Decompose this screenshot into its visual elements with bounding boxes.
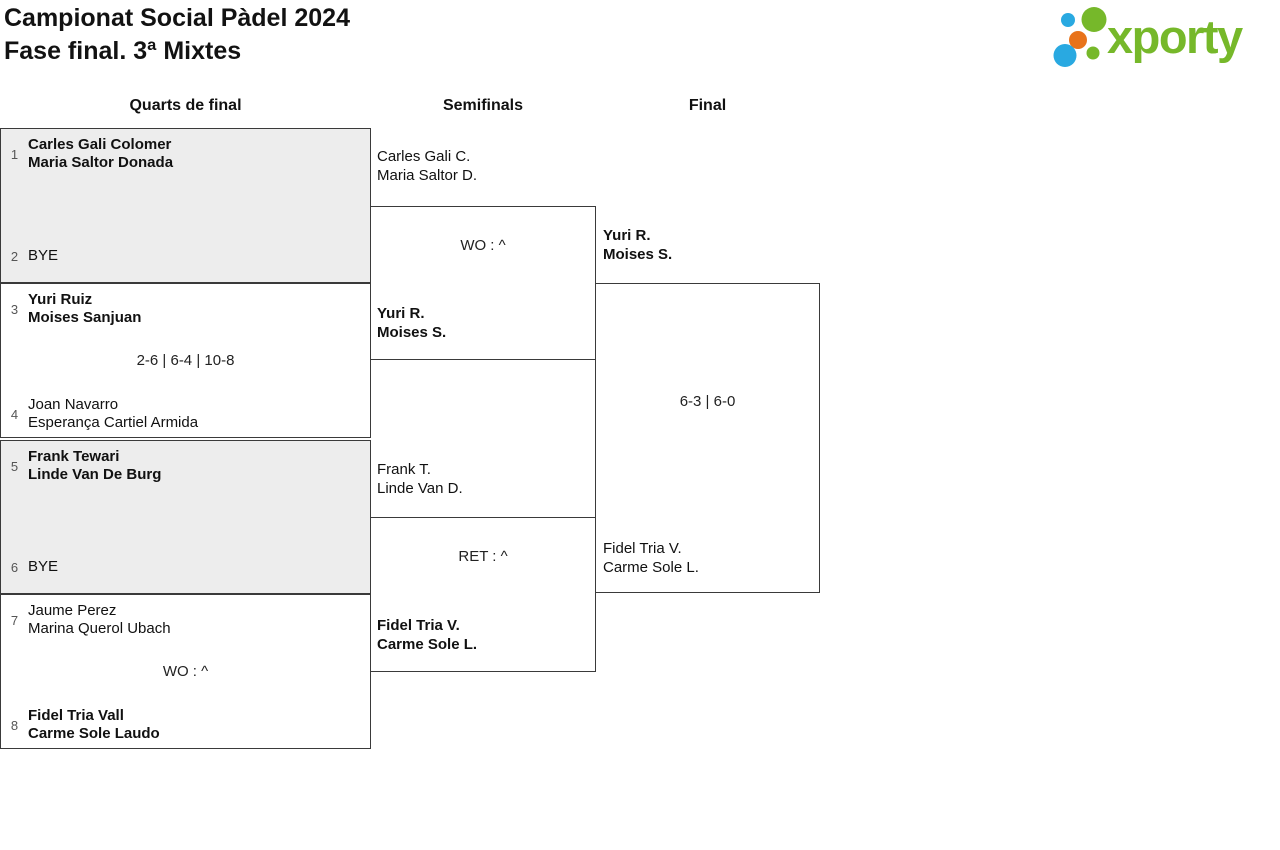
- player-name: Maria Saltor D.: [377, 167, 478, 184]
- qf-match-1: 1 Carles Gali Colomer Maria Saltor Donad…: [0, 128, 371, 283]
- team-names: Yuri Ruiz Moises Sanjuan: [28, 291, 141, 327]
- column-header-quarterfinals: Quarts de final: [129, 97, 242, 114]
- player-name: Joan Navarro: [28, 396, 119, 413]
- tournament-title-line2: Fase final. 3ª Mixtes: [4, 37, 242, 65]
- player-name: Yuri Ruiz: [28, 291, 93, 308]
- player-name: Marina Querol Ubach: [28, 620, 171, 637]
- player-name: BYE: [28, 558, 59, 575]
- seed-number: 1: [10, 146, 19, 162]
- advancing-team-label: Fidel Tria V. Carme Sole L.: [603, 539, 699, 577]
- team-entry: 4 Joan Navarro Esperança Cartiel Armida: [1, 396, 364, 432]
- logo-dot-green-large: [1081, 7, 1107, 32]
- player-name: Fidel Tria V.: [377, 617, 460, 634]
- seed-number: 6: [10, 559, 19, 575]
- match-score: WO : ^: [162, 662, 209, 680]
- player-name: Frank Tewari: [28, 448, 120, 465]
- player-name: Linde Van D.: [377, 480, 463, 497]
- match-score: 6-3 | 6-0: [679, 393, 736, 410]
- tournament-title-line1: Campionat Social Pàdel 2024: [4, 4, 350, 32]
- player-name: Yuri R.: [377, 305, 425, 322]
- team-names: Joan Navarro Esperança Cartiel Armida: [28, 396, 198, 432]
- column-header-final: Final: [688, 97, 727, 114]
- player-name: Linde Van De Burg: [28, 466, 162, 483]
- match-score: 2-6 | 6-4 | 10-8: [136, 351, 235, 369]
- player-name: Frank T.: [377, 461, 431, 478]
- seed-number: 3: [10, 301, 19, 317]
- logo-dot-blue-small: [1061, 13, 1075, 27]
- team-entry: 2 BYE: [1, 247, 364, 265]
- qf-match-2: 3 Yuri Ruiz Moises Sanjuan 2-6 | 6-4 | 1…: [0, 283, 371, 438]
- player-name: Carme Sole Laudo: [28, 725, 160, 742]
- advancing-team-label: Frank T. Linde Van D.: [377, 460, 463, 498]
- seed-number: 7: [10, 612, 19, 628]
- player-name: Fidel Tria V.: [603, 540, 682, 557]
- logo-dot-orange: [1069, 31, 1087, 49]
- xporty-logo-text: xporty: [1107, 10, 1243, 63]
- advancing-team-label: Yuri R. Moises S.: [603, 226, 672, 264]
- match-score: WO : ^: [460, 237, 506, 254]
- advancing-team-label: Yuri R. Moises S.: [377, 304, 446, 342]
- team-entry: 8 Fidel Tria Vall Carme Sole Laudo: [1, 707, 364, 743]
- seed-number: 5: [10, 458, 19, 474]
- team-entry: 6 BYE: [1, 558, 364, 576]
- player-name: Maria Saltor Donada: [28, 154, 174, 171]
- player-name: Fidel Tria Vall: [28, 707, 124, 724]
- advancing-team-label: Carles Gali C. Maria Saltor D.: [377, 147, 477, 185]
- player-name: Carles Gali C.: [377, 148, 471, 165]
- team-entry: 1 Carles Gali Colomer Maria Saltor Donad…: [1, 136, 364, 172]
- advancing-team-label: Fidel Tria V. Carme Sole L.: [377, 616, 477, 654]
- seed-number: 8: [10, 717, 19, 733]
- team-entry: 5 Frank Tewari Linde Van De Burg: [1, 448, 364, 484]
- qf-match-4: 7 Jaume Perez Marina Querol Ubach WO : ^…: [0, 594, 371, 749]
- player-name: Moises S.: [377, 324, 447, 341]
- logo-dot-green-small: [1086, 46, 1100, 60]
- tournament-title: Campionat Social Pàdel 2024 Fase final. …: [4, 2, 350, 68]
- team-names: BYE: [28, 558, 58, 576]
- team-names: BYE: [28, 247, 58, 265]
- player-name: Moises Sanjuan: [28, 309, 142, 326]
- logo-dot-blue-large: [1053, 44, 1077, 67]
- xporty-logo-mark: xporty: [1053, 7, 1245, 67]
- sf-match-2: RET : ^: [370, 517, 596, 672]
- seed-number: 2: [10, 248, 19, 264]
- player-name: Carles Gali Colomer: [28, 136, 172, 153]
- player-name: Jaume Perez: [28, 602, 117, 619]
- column-header-semifinals: Semifinals: [442, 97, 524, 114]
- qf-match-3: 5 Frank Tewari Linde Van De Burg 6 BYE: [0, 440, 371, 594]
- seed-number: 4: [10, 406, 19, 422]
- team-entry: 7 Jaume Perez Marina Querol Ubach: [1, 602, 364, 638]
- team-names: Jaume Perez Marina Querol Ubach: [28, 602, 171, 638]
- team-names: Frank Tewari Linde Van De Burg: [28, 448, 161, 484]
- team-names: Fidel Tria Vall Carme Sole Laudo: [28, 707, 160, 743]
- xporty-logo[interactable]: xporty: [1045, 3, 1280, 71]
- player-name: Carme Sole L.: [603, 559, 699, 576]
- final-match: 6-3 | 6-0: [595, 283, 820, 593]
- player-name: Carme Sole L.: [377, 636, 478, 653]
- team-names: Carles Gali Colomer Maria Saltor Donada: [28, 136, 173, 172]
- player-name: Esperança Cartiel Armida: [28, 414, 199, 431]
- player-name: Yuri R.: [603, 227, 651, 244]
- player-name: BYE: [28, 247, 59, 264]
- match-score: RET : ^: [458, 548, 508, 565]
- player-name: Moises S.: [603, 246, 673, 263]
- team-entry: 3 Yuri Ruiz Moises Sanjuan: [1, 291, 364, 327]
